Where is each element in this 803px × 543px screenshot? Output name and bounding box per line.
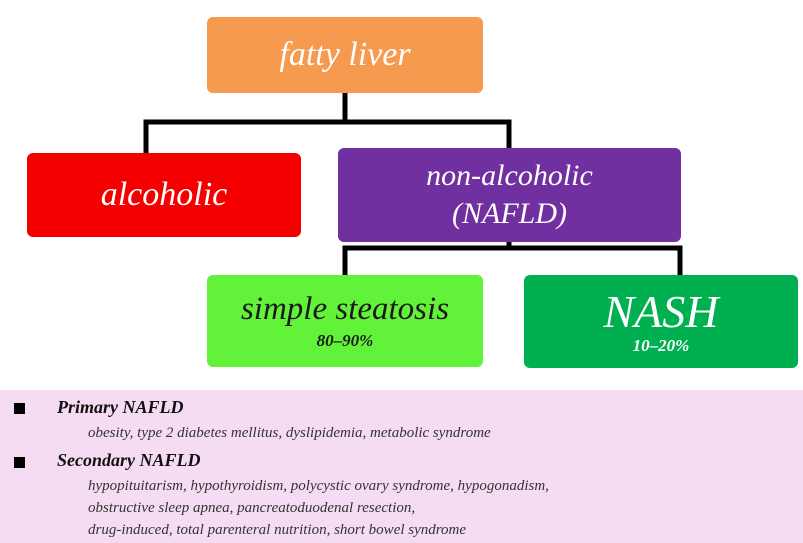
non-alcoholic-label: non-alcoholic: [426, 159, 593, 192]
nash-label: NASH: [603, 285, 719, 337]
primary-nafld-heading: Primary NAFLD: [57, 397, 184, 417]
nafld-label: (NAFLD): [452, 197, 567, 230]
secondary-nafld-causes-line1: hypopituitarism, hypothyroidism, polycys…: [88, 478, 549, 494]
nafld-causes-panel: Primary NAFLD obesity, type 2 diabetes m…: [0, 390, 803, 543]
secondary-nafld-causes-line3: drug-induced, total parenteral nutrition…: [88, 522, 467, 538]
simple-steatosis-label: simple steatosis: [240, 291, 450, 327]
nash-box: NASH 10–20%: [524, 275, 798, 368]
secondary-nafld-heading: Secondary NAFLD: [57, 450, 201, 470]
simple-steatosis-percent: 80–90%: [316, 331, 374, 350]
bullet-primary: [14, 403, 25, 414]
secondary-nafld-causes-line2: obstructive sleep apnea, pancreatoduoden…: [88, 500, 416, 516]
nash-percent: 10–20%: [632, 335, 690, 355]
fatty-liver-box: fatty liver: [207, 17, 483, 93]
bullet-secondary: [14, 457, 25, 468]
fatty-liver-label: fatty liver: [279, 36, 411, 73]
non-alcoholic-box: non-alcoholic (NAFLD): [338, 148, 681, 242]
primary-nafld-causes: obesity, type 2 diabetes mellitus, dysli…: [88, 425, 491, 441]
alcoholic-box: alcoholic: [27, 153, 301, 237]
simple-steatosis-box: simple steatosis 80–90%: [207, 275, 483, 367]
alcoholic-label: alcoholic: [100, 176, 228, 213]
